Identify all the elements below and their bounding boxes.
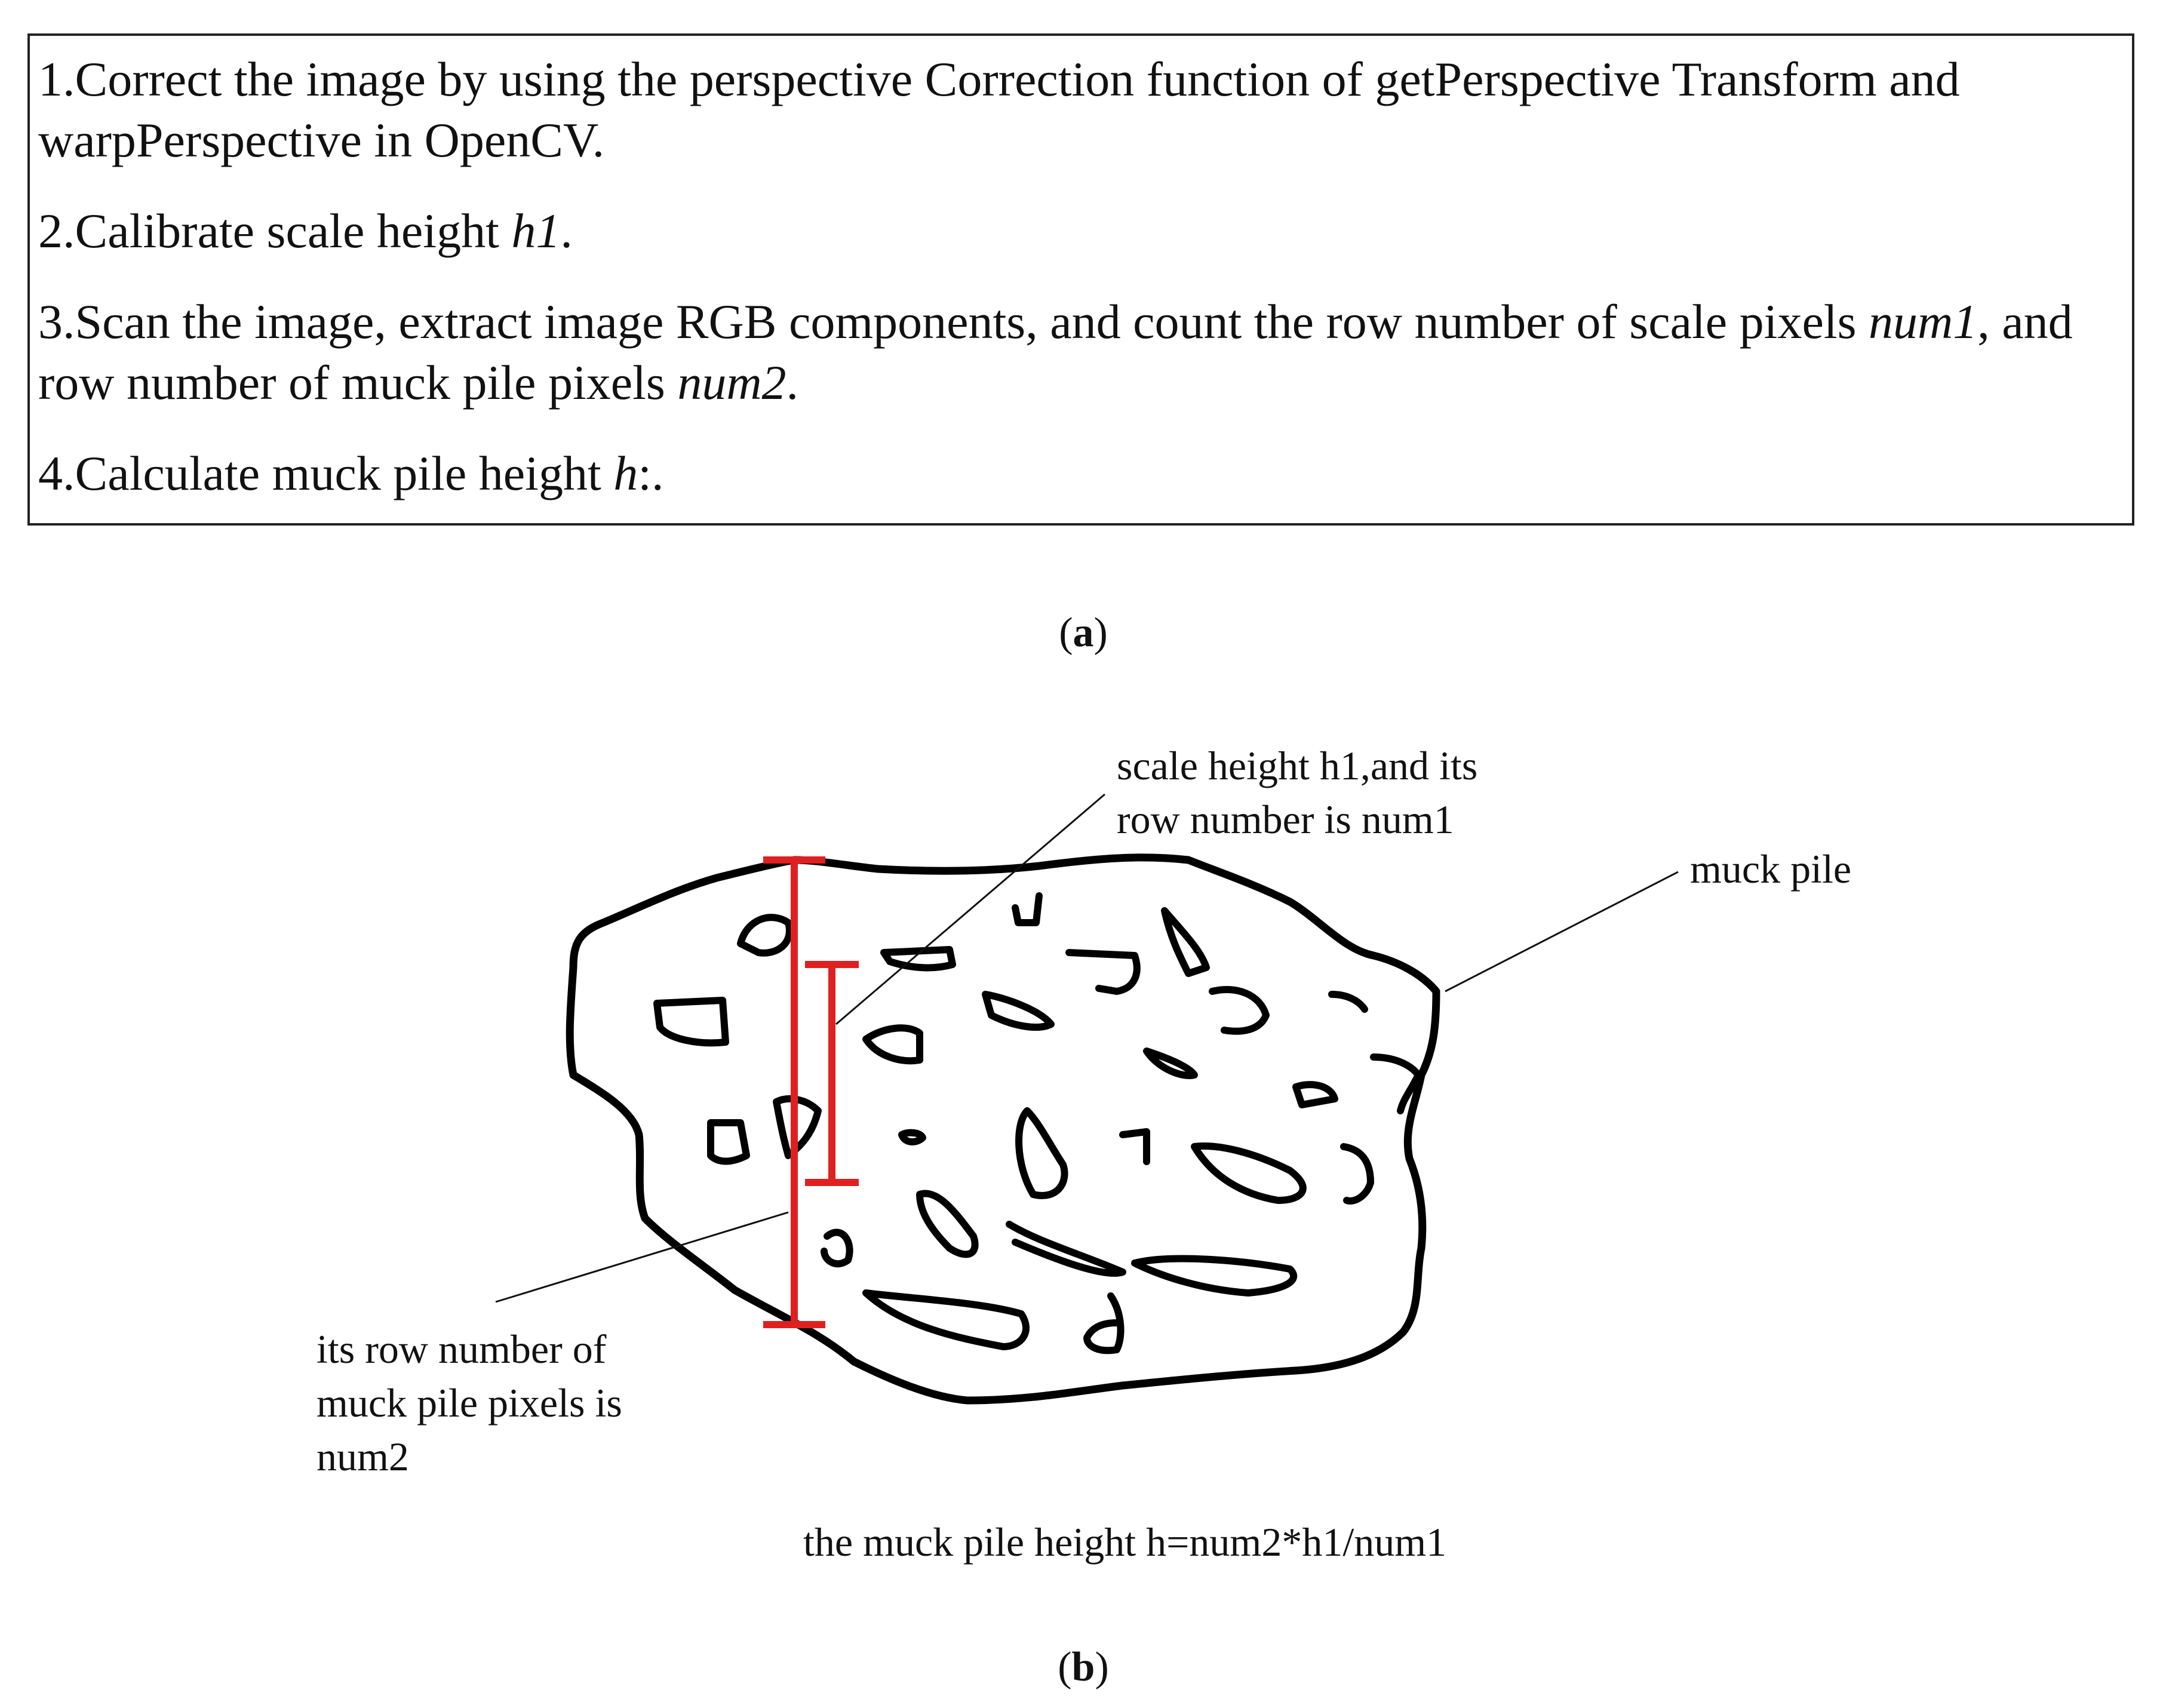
- rock-fragment: [1131, 1255, 1297, 1297]
- muck-pile-label-leader: [1445, 871, 1679, 993]
- rock-fragment: [1340, 1143, 1374, 1205]
- rock-fragment: [1143, 1047, 1198, 1079]
- rows-label-line1: its row number of: [317, 1326, 607, 1372]
- step-3-suffix-2: .: [786, 355, 799, 410]
- step-1: 1.Correct the image by using the perspec…: [38, 49, 2124, 171]
- rock-fragment: [653, 997, 729, 1047]
- rock-fragment: [1161, 907, 1210, 977]
- rock-fragment: [1083, 1292, 1125, 1354]
- muck-pile-label: muck pile: [1690, 846, 1851, 892]
- rock-fragment: [862, 1289, 1030, 1350]
- step-3: 3.Scan the image, extract image RGB comp…: [38, 291, 2124, 413]
- step-2-variable: h1: [511, 204, 561, 258]
- rock-fragment: [1328, 991, 1368, 1013]
- rows-label-leader: [495, 1211, 789, 1303]
- rock-fragment: [1292, 1081, 1338, 1108]
- rock-fragment: [898, 1129, 926, 1145]
- step-3-variable: num1: [1869, 294, 1978, 349]
- caption-b: (b): [1058, 1644, 1109, 1690]
- height-formula: the muck pile height h=num2*h1/num1: [803, 1519, 1446, 1565]
- rock-fragment: [1191, 1142, 1307, 1204]
- step-2: 2.Calibrate scale height h1.: [38, 201, 2124, 262]
- rock-fragment: [982, 991, 1055, 1031]
- rock-fragment: [862, 1024, 923, 1065]
- step-2-suffix: .: [560, 204, 573, 258]
- rock-fragment: [880, 946, 956, 972]
- rock-fragment: [1012, 892, 1043, 926]
- rock-fragment: [1015, 1107, 1068, 1199]
- caption-b-letter: b: [1071, 1644, 1095, 1690]
- step-1-text: 1.Correct the image by using the perspec…: [38, 52, 1960, 106]
- rock-fragment: [916, 1190, 979, 1258]
- leader-lines: [495, 793, 1679, 1303]
- scale-label-leader: [835, 793, 1105, 1025]
- scale-label-line1: scale height h1,and its: [1117, 743, 1477, 788]
- step-4: 4.Calculate muck pile height h:.: [38, 443, 2124, 504]
- caption-a-letter: a: [1073, 610, 1094, 656]
- rock-fragment: [1006, 1221, 1126, 1277]
- rock-fragment: [1370, 1053, 1422, 1114]
- muck-pile-diagram: scale height h1,and its row number is nu…: [317, 743, 1851, 1565]
- step-3-variable-2: num2: [677, 355, 786, 410]
- scale-label-line2: row number is num1: [1117, 797, 1454, 842]
- rock-fragment: [1065, 949, 1141, 995]
- step-3-text: 3.Scan the image, extract image RGB comp…: [38, 294, 1869, 349]
- step-4-text: 4.Calculate muck pile height: [38, 446, 614, 500]
- rock-fragment: [707, 1119, 750, 1165]
- rock-fragment: [737, 914, 793, 957]
- rock-fragment: [1209, 985, 1270, 1035]
- scale-bars: [763, 856, 859, 1328]
- rock-fragments: [653, 892, 1422, 1354]
- rows-label-line2: muck pile pixels is: [317, 1380, 622, 1426]
- rows-label-line3: num2: [317, 1434, 409, 1479]
- step-2-text: 2.Calibrate scale height: [38, 204, 512, 258]
- rock-fragment: [1119, 1128, 1150, 1165]
- step-4-suffix: :.: [638, 446, 664, 500]
- steps-box: 1.Correct the image by using the perspec…: [27, 33, 2134, 526]
- rock-fragment: [821, 1228, 853, 1268]
- step-4-variable: h: [613, 446, 638, 500]
- muck-pile-outline: [566, 853, 1440, 1405]
- step-3-text-line2: row number of muck pile pixels: [38, 355, 678, 410]
- step-3-suffix: , and: [1977, 294, 2073, 349]
- caption-a: (a): [1059, 610, 1108, 656]
- step-1-text-line2: warpPerspective in OpenCV.: [38, 113, 605, 167]
